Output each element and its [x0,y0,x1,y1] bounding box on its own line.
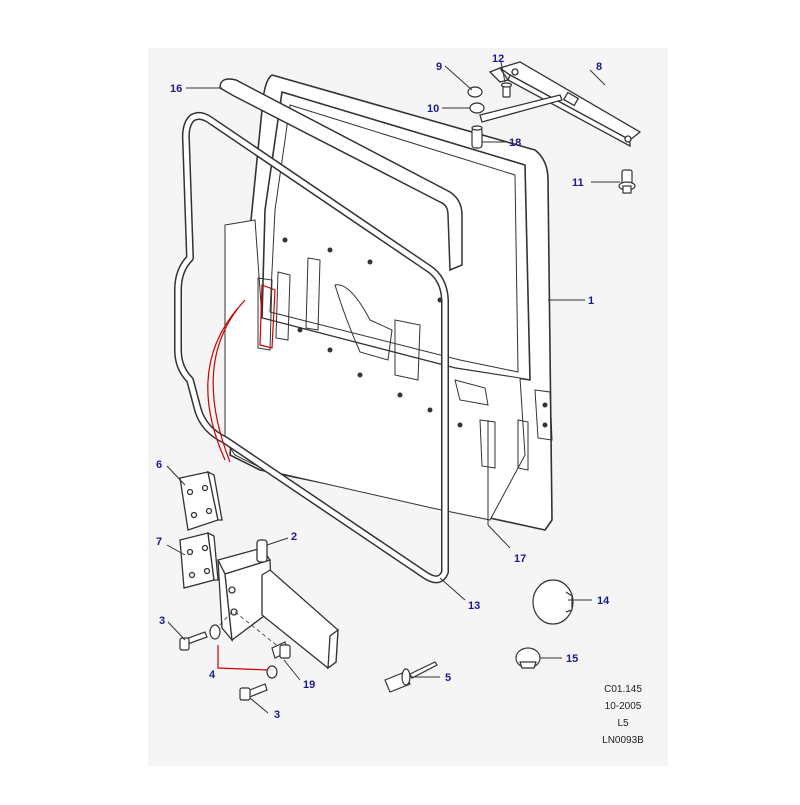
plug-14 [532,579,574,625]
callout-12: 12 [492,53,504,65]
callout-8: 8 [596,61,602,73]
bolt-3-upper [179,631,208,651]
reference-date: 10-2005 [604,701,642,712]
hinge-plate-7 [179,531,219,589]
callout-10: 10 [427,103,439,115]
callout-19: 19 [303,679,315,691]
door-inner-panel [224,219,553,521]
callout-7: 7 [156,536,162,548]
washer-10 [469,102,485,114]
callout-3-upper: 3 [159,615,165,627]
callout-15: 15 [566,653,578,665]
leader-lines [166,61,620,714]
washer-4-upper [209,624,221,640]
callout-4: 4 [209,669,216,681]
bolt-3-lower [239,683,268,701]
washer-4-lower [266,665,278,679]
reference-model: L5 [617,718,629,729]
window-seal [219,78,463,272]
callout-6: 6 [156,459,162,471]
assembly-lines [214,611,281,649]
callout-17: 17 [514,553,526,565]
pin-18 [471,125,483,149]
stay-8 [479,61,642,148]
hinge-plate-6 [179,470,223,531]
washer-bracket [217,645,269,671]
highlight-arcs [207,284,276,463]
hinge-2 [217,539,339,670]
bolt-19 [271,641,291,659]
door-seal [174,111,449,584]
callout-labels: 1 2 3 3 4 5 6 7 8 9 10 11 12 13 14 15 16… [156,53,610,721]
reference-code: C01.145 [604,684,642,695]
fastener-11 [618,169,636,194]
callout-18: 18 [509,137,521,149]
callout-16: 16 [170,83,182,95]
callout-1: 1 [588,295,594,307]
screw-12 [500,82,513,98]
callout-13: 13 [468,600,480,612]
callout-9: 9 [436,61,442,73]
callout-14: 14 [597,595,610,607]
reference-number: LN0093B [602,735,644,746]
callout-11: 11 [572,177,584,189]
callout-2: 2 [291,531,297,543]
plug-15 [515,647,541,669]
callout-5: 5 [445,672,451,684]
callout-3-lower: 3 [274,709,280,721]
